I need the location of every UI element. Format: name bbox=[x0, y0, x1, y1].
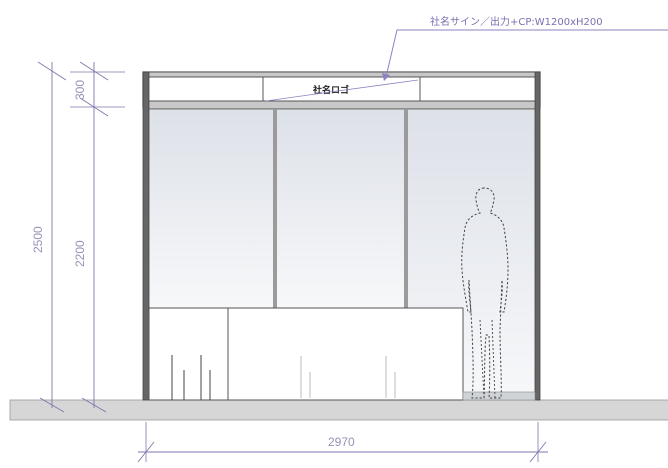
panel-divider-1 bbox=[273, 109, 277, 308]
floor-strip bbox=[462, 391, 536, 401]
dimension-tick bbox=[39, 397, 65, 413]
wall-panel-left bbox=[149, 110, 273, 308]
callout-leader-line bbox=[385, 29, 420, 78]
floor bbox=[9, 399, 668, 421]
human-figure-outline bbox=[461, 187, 509, 399]
wall-panel-center bbox=[277, 110, 404, 308]
dimension-label-panel-height: 2200 bbox=[73, 240, 87, 267]
counter-left bbox=[148, 307, 229, 401]
dimension-tick bbox=[81, 397, 107, 413]
dimension-label-header-height: 300 bbox=[73, 80, 87, 100]
dimension-label-width: 2970 bbox=[328, 435, 355, 449]
dimension-label-total-height: 2500 bbox=[31, 226, 45, 253]
callout-leader-line bbox=[265, 91, 331, 102]
panel-divider-2 bbox=[404, 109, 408, 308]
human-figure-detail bbox=[479, 319, 485, 399]
header-top-beam bbox=[142, 71, 541, 78]
callout-label: 社名サイン／出力+CP:W1200xH200 bbox=[430, 15, 603, 28]
counter-main bbox=[227, 307, 464, 401]
human-figure-detail bbox=[491, 319, 496, 399]
dimension-tick bbox=[137, 441, 155, 463]
callout-leader-line bbox=[329, 79, 419, 93]
frame-post-right bbox=[534, 71, 541, 401]
dimension-tick bbox=[529, 441, 547, 463]
sign-board bbox=[262, 76, 421, 102]
callout-arrowhead bbox=[382, 73, 390, 81]
frame-post-left bbox=[142, 71, 150, 401]
dimension-tick bbox=[79, 61, 109, 81]
dimension-tick bbox=[37, 61, 67, 81]
header-bottom-beam bbox=[142, 100, 541, 110]
